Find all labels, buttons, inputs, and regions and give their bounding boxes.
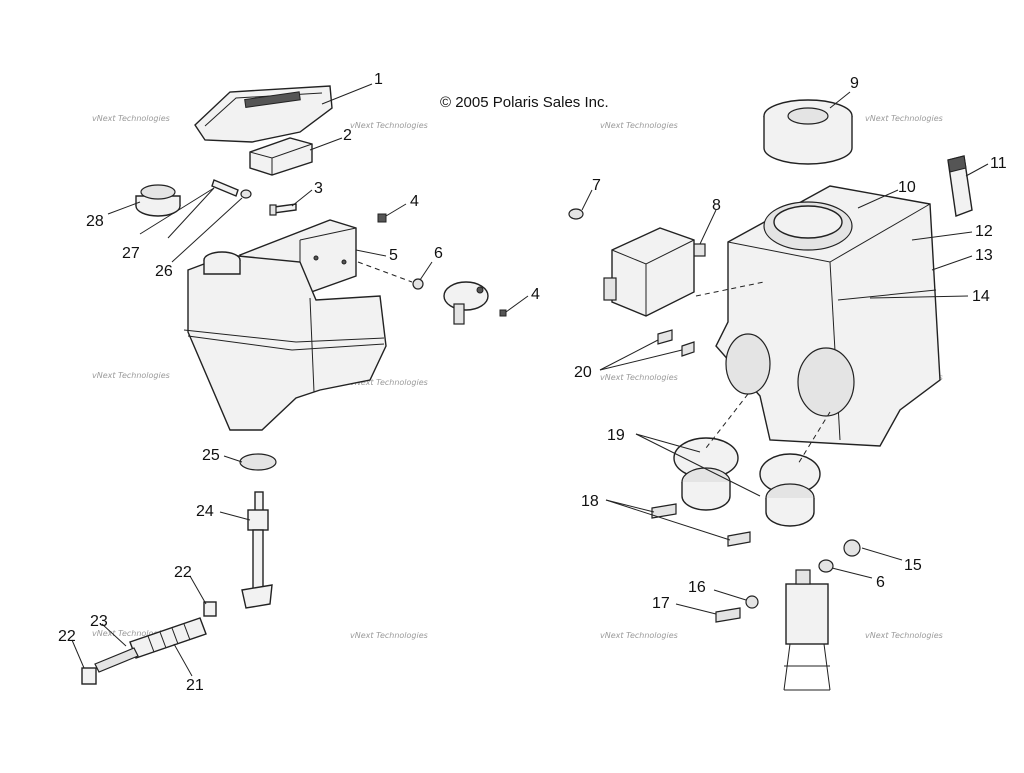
part-ring	[763, 99, 853, 165]
callout-label: 7	[592, 177, 601, 194]
part-clip	[947, 155, 973, 217]
callout-label: 22	[174, 564, 192, 581]
part-nut	[377, 213, 387, 223]
callout-label: 16	[688, 579, 706, 596]
callout-label: 4	[531, 286, 540, 303]
part-screw	[568, 208, 584, 220]
watermark: vNext Technologies	[865, 631, 943, 640]
part-bushing	[843, 539, 861, 557]
callout-label: 4	[410, 193, 419, 210]
part-ecu-module	[603, 227, 695, 317]
part-screw	[657, 329, 673, 345]
callout-label: 20	[574, 364, 592, 381]
part-filter	[94, 617, 207, 673]
callout-label: 12	[975, 223, 993, 240]
callout-labels: 1 2 3 4 5 6 4 7 8 9 10 11 12 13 14 20 19…	[58, 71, 1007, 694]
watermark: vNext Technologies	[350, 121, 428, 130]
part-washer	[818, 559, 834, 573]
callout-label: 11	[990, 155, 1007, 172]
part-airbox	[715, 185, 941, 447]
callout-label: 6	[434, 245, 443, 262]
callout-label: 21	[186, 677, 204, 694]
part-cover	[194, 85, 333, 143]
watermark: vNext Technologies	[92, 114, 170, 123]
watermark: vNext Technologies	[600, 121, 678, 130]
callout-label: 9	[850, 75, 859, 92]
copyright-notice: © 2005 Polaris Sales Inc.	[440, 94, 609, 111]
part-reservoir	[183, 251, 387, 431]
part-nut	[692, 243, 706, 257]
part-bracket-leg	[783, 569, 831, 691]
part-washer	[745, 595, 759, 609]
part-hose-end	[81, 667, 97, 685]
part-grommet	[239, 453, 277, 471]
callout-label: 19	[607, 427, 625, 444]
leader-lines	[71, 83, 989, 677]
callout-label: 27	[122, 245, 140, 262]
callout-label: 13	[975, 247, 993, 264]
part-relay	[443, 281, 489, 325]
callout-label: 8	[712, 197, 721, 214]
callout-label: 2	[343, 127, 352, 144]
part-screw	[269, 203, 297, 216]
callout-label: 28	[86, 213, 104, 230]
callout-label: 24	[196, 503, 214, 520]
part-screw	[681, 341, 695, 357]
part-cap	[135, 184, 181, 217]
part-boot	[759, 453, 821, 527]
watermark: vNext Technologies	[600, 373, 678, 382]
watermark: vNext Technologies	[92, 371, 170, 380]
callout-label: 18	[581, 493, 599, 510]
callout-label: 10	[898, 179, 916, 196]
part-hose-end	[203, 601, 217, 617]
part-block	[249, 137, 313, 176]
part-screw	[715, 607, 741, 623]
watermark: vNext Technologies	[865, 114, 943, 123]
callout-label: 1	[374, 71, 383, 88]
watermark: vNext Technologies	[92, 629, 170, 638]
callout-label: 22	[58, 628, 76, 645]
callout-label: 14	[972, 288, 990, 305]
watermark: vNext Technologies	[350, 631, 428, 640]
part-bolt	[211, 179, 252, 199]
watermark: vNext Technologies	[600, 631, 678, 640]
callout-label: 23	[90, 613, 108, 630]
part-level-sender	[241, 491, 273, 609]
part-boot	[673, 437, 739, 511]
callout-label: 26	[155, 263, 173, 280]
callout-label: 25	[202, 447, 220, 464]
part-screw	[727, 531, 751, 547]
assembly-guides	[357, 261, 831, 465]
callout-label: 5	[389, 247, 398, 264]
part-nut	[499, 309, 507, 317]
callout-label: 17	[652, 595, 670, 612]
part-washer	[412, 278, 424, 290]
watermark: vNext Technologies	[350, 378, 428, 387]
callout-label: 6	[876, 574, 885, 591]
callout-label: 15	[904, 557, 922, 574]
callout-label: 3	[314, 180, 323, 197]
